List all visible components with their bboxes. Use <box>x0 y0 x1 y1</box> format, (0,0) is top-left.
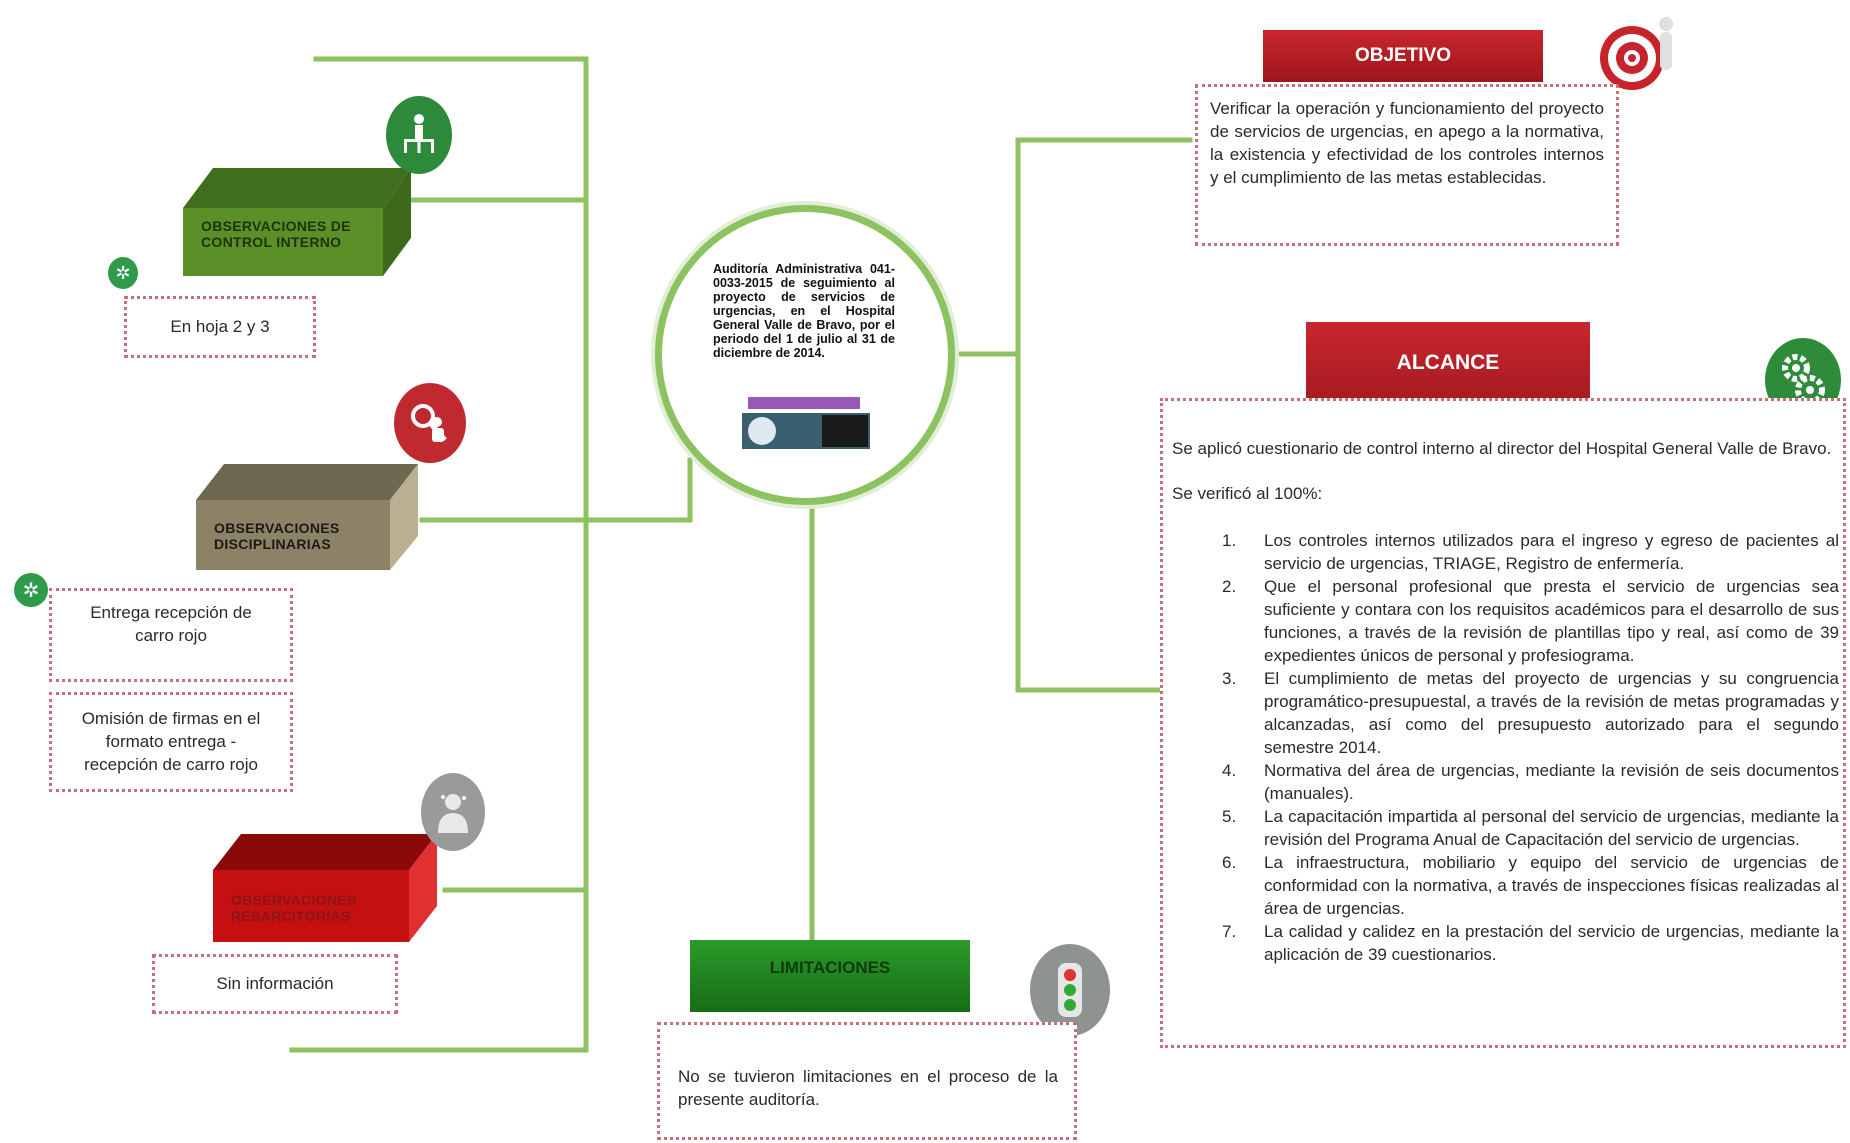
resarcitorias-note: Sin información <box>152 954 398 1014</box>
list-item: 6.La infraestructura, mobiliario y equip… <box>1222 853 1839 918</box>
target-icon <box>1596 10 1680 94</box>
alcance-header: ALCANCE <box>1306 322 1590 412</box>
list-item: 5.La capacitación impartida al personal … <box>1222 807 1839 849</box>
spark-icon: ✲ <box>108 257 138 289</box>
center-title: Auditoría Administrativa 041-0033-2015 d… <box>713 262 895 360</box>
list-item: 2.Que el personal profesional que presta… <box>1222 577 1839 665</box>
limitaciones-header: LIMITACIONES <box>690 940 970 1012</box>
objetivo-text-box: Verificar la operación y funcionamiento … <box>1195 84 1619 246</box>
alcance-intro: Se aplicó cuestionario de control intern… <box>1172 439 1832 458</box>
center-node <box>655 205 955 505</box>
control-interno-label: OBSERVACIONES DE CONTROL INTERNO <box>183 208 383 276</box>
objetivo-header: OBJETIVO <box>1263 30 1543 82</box>
resarcitorias-label: OBSERVACIONES RESARCITORIAS <box>213 870 409 942</box>
disciplinarias-box: OBSERVACIONES DISCIPLINARIAS <box>196 464 418 570</box>
disciplinarias-note-2: Omisión de firmas en el formato entrega … <box>49 692 293 792</box>
person-icon <box>421 773 485 851</box>
list-item: 3.El cumplimiento de metas del proyecto … <box>1222 669 1839 757</box>
control-interno-note: En hoja 2 y 3 <box>124 296 316 358</box>
list-item: 4.Normativa del área de urgencias, media… <box>1222 761 1839 803</box>
limitaciones-text-box: No se tuvieron limitaciones en el proces… <box>657 1022 1077 1140</box>
limitaciones-text: No se tuvieron limitaciones en el proces… <box>678 1067 1058 1109</box>
traffic-light-icon <box>1030 944 1110 1036</box>
objetivo-text: Verificar la operación y funcionamiento … <box>1210 99 1604 187</box>
disciplinarias-note-1: Entrega recepción de carro rojo <box>49 588 293 682</box>
magnifier-person-icon <box>394 383 466 463</box>
org-chart-icon <box>386 96 452 174</box>
resarcitorias-box: OBSERVACIONES RESARCITORIAS <box>213 834 437 942</box>
alcance-text-box: Se aplicó cuestionario de control intern… <box>1160 398 1846 1048</box>
list-item: 7.La calidad y calidez en la prestación … <box>1222 922 1839 964</box>
alcance-list: 1.Los controles internos utilizados para… <box>1172 529 1839 966</box>
alcance-verified: Se verificó al 100%: <box>1172 484 1323 503</box>
disciplinarias-label: OBSERVACIONES DISCIPLINARIAS <box>196 500 390 570</box>
control-interno-box: OBSERVACIONES DE CONTROL INTERNO <box>183 168 411 276</box>
list-item: 1.Los controles internos utilizados para… <box>1222 531 1839 573</box>
spark-icon: ✲ <box>14 573 48 607</box>
center-thumbnail <box>742 397 870 449</box>
